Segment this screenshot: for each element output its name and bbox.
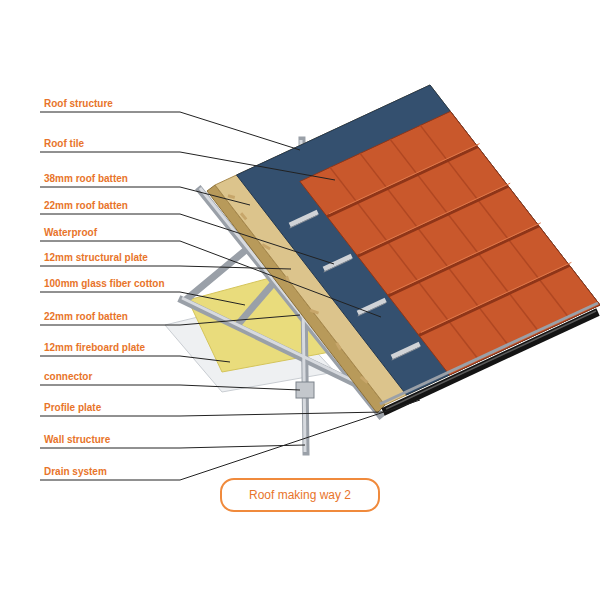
part-label: Drain system xyxy=(44,466,107,478)
leader-line xyxy=(40,385,300,390)
part-label: 100mm glass fiber cotton xyxy=(44,278,165,290)
structural-plate xyxy=(215,85,600,405)
leader-line xyxy=(40,241,381,317)
leader-line xyxy=(40,356,230,362)
leader-line xyxy=(40,214,334,264)
part-label: connector xyxy=(44,371,92,383)
part-label: Wall structure xyxy=(44,434,110,446)
caption-box: Roof making way 2 xyxy=(220,478,380,512)
part-label: 38mm roof batten xyxy=(44,173,128,185)
drain-gutter-edge xyxy=(386,311,596,409)
waterproof-membrane xyxy=(237,85,600,395)
part-label: 12mm fireboard plate xyxy=(44,342,145,354)
leader-line xyxy=(40,400,420,480)
tile-step xyxy=(327,147,569,336)
leader-line xyxy=(40,112,300,150)
part-label: Profile plate xyxy=(44,402,101,414)
part-label: Waterproof xyxy=(44,227,97,239)
part-label: Roof structure xyxy=(44,98,113,110)
leader-line xyxy=(40,292,245,305)
leader-line xyxy=(40,266,291,269)
part-label: 12mm structural plate xyxy=(44,252,148,264)
drain-gutter xyxy=(383,312,598,412)
caption-text: Roof making way 2 xyxy=(249,488,351,502)
tile-highlight xyxy=(329,144,571,333)
part-label: 22mm roof batten xyxy=(44,311,128,323)
part-label: 22mm roof batten xyxy=(44,200,128,212)
leader-line xyxy=(40,445,305,448)
leader-lines xyxy=(40,112,420,480)
profile-plate xyxy=(380,303,598,404)
part-label: Roof tile xyxy=(44,138,84,150)
